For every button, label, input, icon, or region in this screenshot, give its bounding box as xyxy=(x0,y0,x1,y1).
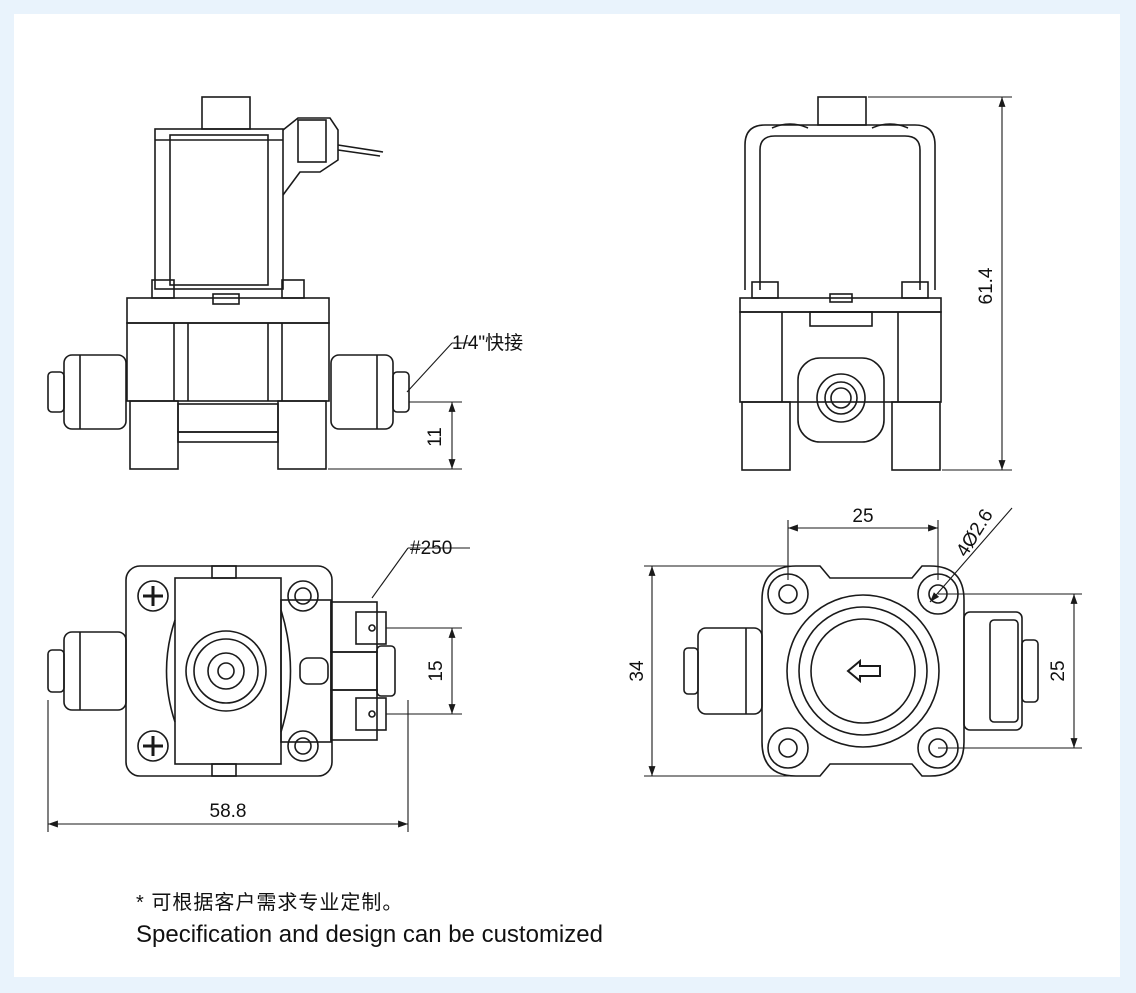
top-view xyxy=(47,565,396,777)
hole-spec-label: 4Ø2.6 xyxy=(952,506,997,561)
overall-width-label: 58.8 xyxy=(210,801,247,822)
connector-height-label: 11 xyxy=(425,427,446,447)
front-view-dimensions xyxy=(328,342,470,470)
side-view-dimensions xyxy=(868,96,1012,471)
hole-spacing-side-label: 25 xyxy=(1048,660,1069,681)
body-height-label: 34 xyxy=(627,660,648,682)
customization-note-chinese: * 可根据客户需求专业定制。 xyxy=(136,892,404,914)
fitting-label: 1/4"快接 xyxy=(452,332,523,354)
overall-height-label: 61.4 xyxy=(976,267,997,304)
terminal-label: #250 xyxy=(410,538,452,559)
hole-spacing-top-label: 25 xyxy=(852,506,873,527)
side-view xyxy=(739,96,942,471)
bottom-view xyxy=(683,565,1039,777)
bottom-view-dimensions xyxy=(644,507,1082,777)
terminal-spacing-label: 15 xyxy=(426,660,447,681)
front-view xyxy=(47,96,410,470)
customization-note-english: Specification and design can be customiz… xyxy=(136,921,603,948)
top-view-dimensions xyxy=(47,547,470,832)
